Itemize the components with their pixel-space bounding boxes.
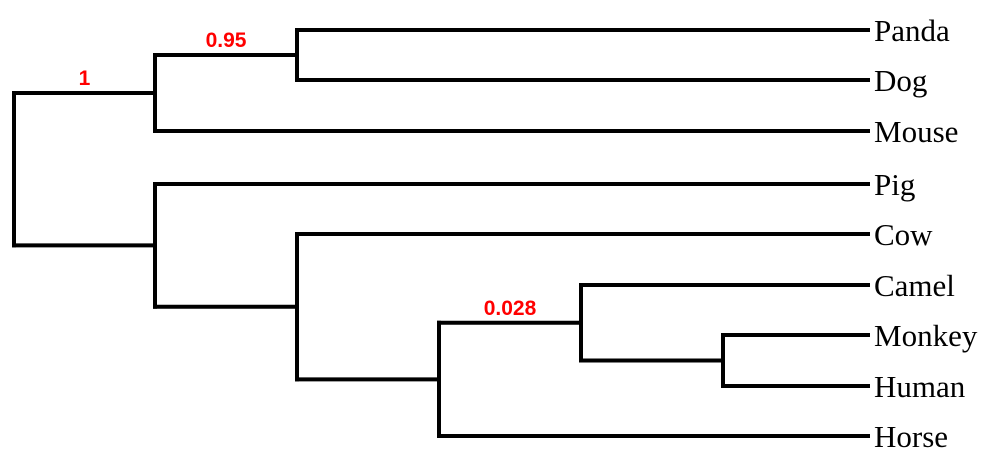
leaf-label-mouse: Mouse — [874, 114, 958, 149]
leaf-label-horse: Horse — [874, 419, 948, 454]
clade-a-support-label: 1 — [79, 67, 91, 90]
labels: 1 0.95 0.028 PandaDogMousePigCowCamelMonkey… — [79, 13, 978, 454]
leaf-label-dog: Dog — [874, 63, 927, 98]
leaf-label-cow: Cow — [874, 217, 933, 252]
clade-panda-dog-support-label: 0.95 — [206, 29, 247, 52]
clade-camel-support-label: 0.028 — [484, 297, 537, 320]
leaf-label-human: Human — [874, 369, 966, 404]
leaf-label-camel: Camel — [874, 268, 955, 303]
leaf-label-pig: Pig — [874, 167, 915, 202]
leaf-label-panda: Panda — [874, 13, 950, 48]
branches — [12, 28, 870, 438]
leaf-label-monkey: Monkey — [874, 318, 978, 353]
